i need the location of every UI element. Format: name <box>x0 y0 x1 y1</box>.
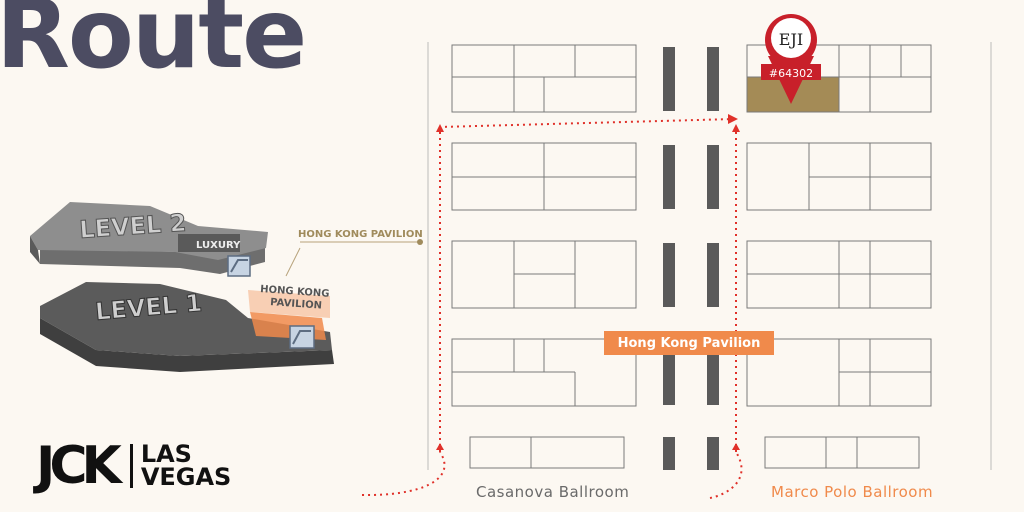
page-title: Route <box>0 0 307 90</box>
level-map-illustration: LEVEL 2 LUXURY LEVEL 1 HONG KONG PAVILIO… <box>30 202 423 372</box>
jck-las-vegas-logo: JCK LAS VEGAS <box>36 440 231 492</box>
level-1-slab[interactable] <box>40 282 334 372</box>
aisle-pillars <box>663 47 719 470</box>
route-arrowheads <box>436 114 740 450</box>
booth-marker-number: #64302 <box>769 67 813 80</box>
logo-line1: LAS <box>140 440 192 468</box>
hong-kong-pavilion-side-label: HONG KONG PAVILION <box>298 229 423 240</box>
logo-brand: JCK <box>36 436 122 496</box>
casanova-ballroom-label: Casanova Ballroom <box>476 483 630 501</box>
hk-label-line2: PAVILION <box>270 297 323 312</box>
logo-divider <box>129 444 133 488</box>
escalator-icon <box>227 255 251 277</box>
location-pin-icon[interactable] <box>761 14 821 104</box>
logo-line2: VEGAS <box>140 463 232 491</box>
escalator-icon <box>289 325 315 349</box>
luxury-block <box>178 234 240 252</box>
hk-label-line1: HONG KONG <box>260 284 330 300</box>
hong-kong-pavilion-badge: Hong Kong Pavilion <box>604 331 774 355</box>
marco-polo-ballroom-label: Marco Polo Ballroom <box>771 483 934 501</box>
booth-grid-right <box>746 44 932 469</box>
luxury-label: LUXURY <box>196 240 241 251</box>
booth-marker-name: EJI <box>779 30 803 49</box>
booth-grid-left <box>451 44 637 469</box>
